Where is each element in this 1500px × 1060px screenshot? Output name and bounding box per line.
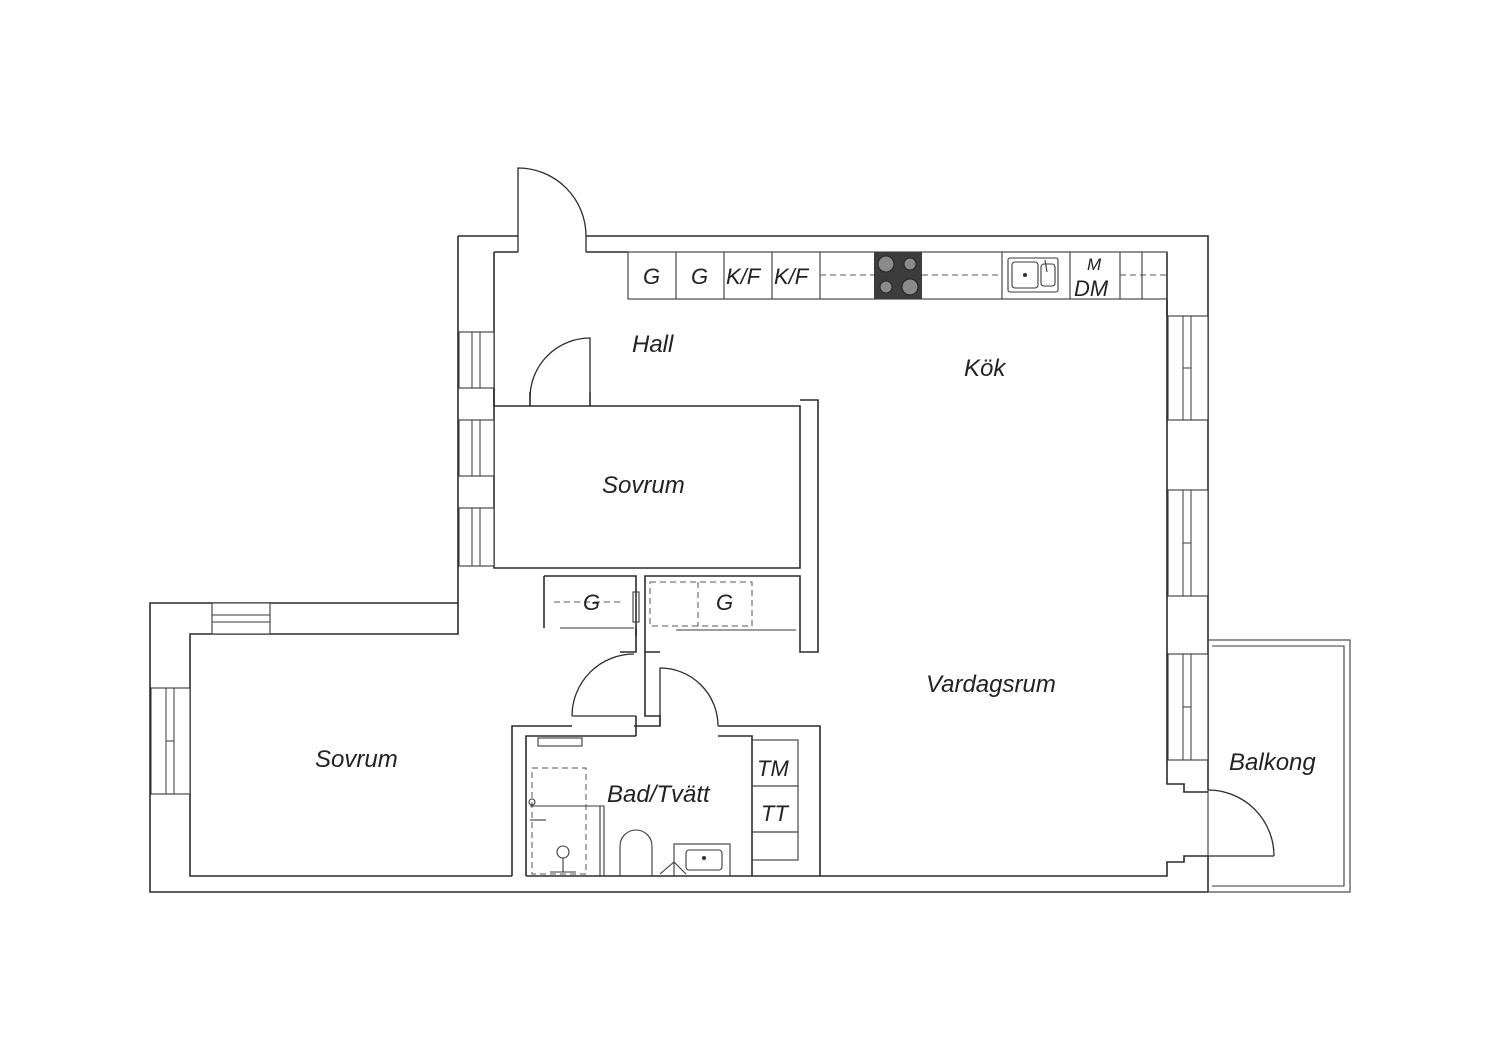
sink-icon <box>1007 257 1059 293</box>
unit-label-kf2: K/F <box>774 264 810 289</box>
shower-icon <box>528 737 605 876</box>
unit-label-kf1: K/F <box>726 264 762 289</box>
laundry-label-tm: TM <box>757 756 789 781</box>
room-label-kok: Kök <box>964 355 1007 382</box>
washbasin-icon <box>659 843 731 877</box>
closet-labels: G G <box>583 590 733 615</box>
windows <box>150 315 1209 795</box>
kitchen-unit-labels: G G K/F K/F M DM <box>643 255 1109 301</box>
laundry-label-tt: TT <box>761 801 789 826</box>
unit-label-g1: G <box>643 264 660 289</box>
room-label-sovrum-upper: Sovrum <box>602 472 685 499</box>
unit-label-dm: DM <box>1074 276 1109 301</box>
room-labels: Hall Kök Sovrum Sovrum Vardagsrum Bad/Tv… <box>315 331 1316 808</box>
doors <box>517 167 1275 857</box>
closets <box>554 576 801 652</box>
outer-walls <box>149 235 1209 893</box>
room-label-sovrum-lower: Sovrum <box>315 746 398 773</box>
room-label-balkong: Balkong <box>1229 749 1316 776</box>
room-label-bad-tvatt: Bad/Tvätt <box>607 781 711 808</box>
unit-label-m: M <box>1087 255 1102 274</box>
laundry-labels: TM TT <box>757 756 789 826</box>
closet-label-right: G <box>716 590 733 615</box>
closet-label-left: G <box>583 590 600 615</box>
stove-icon <box>874 252 922 299</box>
toilet-icon <box>619 829 653 876</box>
room-label-hall: Hall <box>632 331 674 358</box>
balcony <box>1207 639 1351 893</box>
laundry-units <box>751 739 799 861</box>
unit-label-g2: G <box>691 264 708 289</box>
room-label-vardagsrum: Vardagsrum <box>926 671 1056 698</box>
